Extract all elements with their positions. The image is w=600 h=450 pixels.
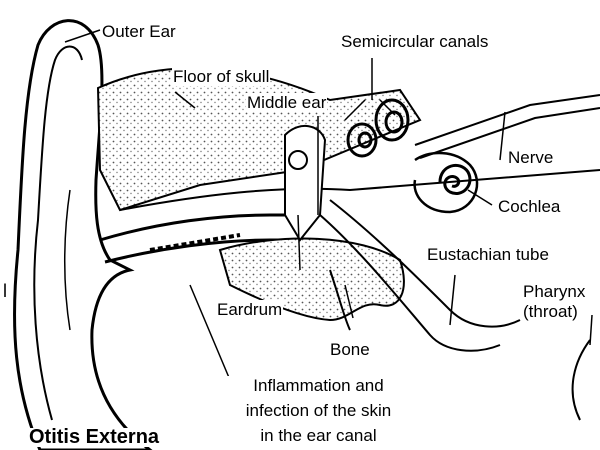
label-eustachian-tube: Eustachian tube xyxy=(426,245,550,264)
label-pharynx: Pharynx xyxy=(522,282,586,301)
label-bone: Bone xyxy=(329,340,371,359)
label-semicircular-canals: Semicircular canals xyxy=(340,32,489,51)
label-inflammation-line1: Inflammation and xyxy=(210,376,427,395)
left-edge-fragment: l xyxy=(2,282,8,301)
label-throat: (throat) xyxy=(522,302,579,321)
label-middle-ear: Middle ear xyxy=(246,93,327,112)
label-inflammation-line2: infection of the skin xyxy=(210,401,427,420)
cochlea-spiral xyxy=(440,165,470,193)
diagram-title: Otitis Externa xyxy=(28,428,160,447)
label-floor-of-skull: Floor of skull xyxy=(172,67,270,86)
label-cochlea: Cochlea xyxy=(497,197,561,216)
label-eardrum: Eardrum xyxy=(216,300,283,319)
label-nerve: Nerve xyxy=(507,148,554,167)
middle-ear-cavity xyxy=(285,126,325,240)
label-inflammation-line3: in the ear canal xyxy=(210,426,427,445)
label-outer-ear: Outer Ear xyxy=(101,22,177,41)
